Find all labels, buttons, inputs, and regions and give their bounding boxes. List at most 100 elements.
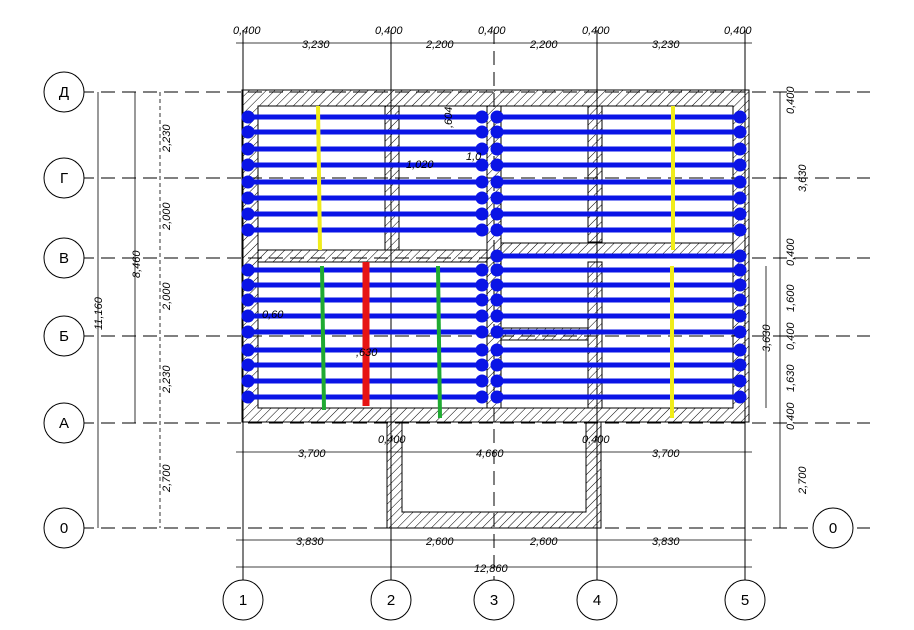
left-lower-pipe-6-start [241, 343, 255, 357]
right-upper-pipe-2-end [733, 125, 747, 139]
dim-below-2: 0,400 [378, 434, 406, 446]
dim-top-7: 0,400 [582, 25, 610, 37]
dim-top-9: 0,400 [724, 25, 752, 37]
green-marker-left [320, 265, 326, 411]
dim-top-4: 2,200 [425, 39, 454, 51]
svg-text:Б: Б [59, 328, 69, 345]
dim-left-5: 2,700 [161, 464, 173, 493]
dim-interior-3: 1,020 [406, 159, 434, 171]
right-lower-pipe-10-start [490, 390, 504, 404]
right-upper-pipe-1-end [733, 110, 747, 124]
axis-bubble-row-a: А [43, 402, 85, 444]
left-upper-pipe-3-end [475, 142, 489, 156]
left-lower-pipe-7-start [241, 358, 255, 372]
dim-top-8: 3,230 [652, 39, 680, 51]
right-upper-pipe-6-end [733, 191, 747, 205]
left-upper-pipe-7-end [475, 207, 489, 221]
dim-right-6: 1,630 [785, 364, 797, 392]
dim-top-2: 3,230 [302, 39, 330, 51]
right-lower-pipe-9-start [490, 374, 504, 388]
right-lower-pipe-6-start [490, 325, 504, 339]
left-upper-pipe-8-start [241, 223, 255, 237]
dim-interior-5: ,630 [356, 347, 378, 359]
svg-text:2: 2 [387, 592, 395, 609]
right-lower-pipe-8-start [490, 358, 504, 372]
right-lower-pipe-1-end [733, 249, 747, 263]
dim-left-2: 2,000 [161, 202, 173, 231]
dim-right-3: 0,400 [785, 238, 797, 266]
yellow-marker-left [316, 105, 322, 251]
right-lower-pipe-8-end [733, 358, 747, 372]
right-upper-pipe-4-start [490, 158, 504, 172]
svg-text:0: 0 [829, 520, 837, 537]
axis-bubble-row-0-left: 0 [43, 507, 85, 549]
right-lower-pipe-3-end [733, 278, 747, 292]
axis-bubble-row-0-right: 0 [812, 507, 854, 549]
right-upper-pipe-3-start [490, 142, 504, 156]
dim-top-5: 0,400 [478, 25, 506, 37]
axis-bubble-col-1: 1 [222, 579, 264, 621]
svg-text:1: 1 [239, 592, 247, 609]
green-marker-right [436, 265, 442, 419]
marker-lines [316, 105, 675, 419]
left-upper-pipe-5-start [241, 175, 255, 189]
svg-text:В: В [59, 250, 69, 267]
axis-bubble-col-5: 5 [724, 579, 766, 621]
dim-right-8: 2,700 [797, 466, 809, 495]
svg-text:Г: Г [60, 170, 68, 187]
dim-left-3: 2,000 [161, 282, 173, 311]
left-upper-pipe-7-start [241, 207, 255, 221]
right-lower-pipe-9-end [733, 374, 747, 388]
right-lower-pipe-2-start [490, 263, 504, 277]
left-lower-pipe-2-end [475, 278, 489, 292]
left-dimensions: 2,230 2,000 2,000 2,230 2,700 8,460 11,1… [93, 124, 173, 493]
porch-wall [386, 421, 602, 529]
right-lower-pipe-1-start [490, 249, 504, 263]
dim-top-1: 0,400 [233, 25, 261, 37]
left-lower-pipe-9-end [475, 390, 489, 404]
right-upper-pipe-3-end [733, 142, 747, 156]
left-upper-pipe-2-start [241, 125, 255, 139]
right-upper-pipe-4-end [733, 158, 747, 172]
dim-right-1: 0,400 [785, 86, 797, 114]
left-lower-pipe-8-end [475, 374, 489, 388]
dim-left-4: 2,230 [161, 365, 173, 394]
right-lower-pipe-6-end [733, 325, 747, 339]
dim-total: 12,860 [474, 563, 509, 575]
dim-right-4: 1,600 [785, 284, 797, 312]
axis-bubble-col-4: 4 [576, 579, 618, 621]
dim-right-2: 3,630 [797, 164, 809, 192]
dim-bottom-3: 2,600 [529, 536, 558, 548]
right-upper-pipe-8-start [490, 223, 504, 237]
right-lower-pipe-5-end [733, 309, 747, 323]
left-lower-pipe-4-start [241, 309, 255, 323]
axis-grid [80, 30, 870, 580]
left-lower-pipe-7-end [475, 358, 489, 372]
left-lower-pipe-9-start [241, 390, 255, 404]
svg-text:3: 3 [490, 592, 498, 609]
left-lower-pipe-8-start [241, 374, 255, 388]
left-lower-pipe-4-end [475, 309, 489, 323]
interior-wall-row-v-left [257, 249, 488, 263]
left-upper-pipe-4-start [241, 158, 255, 172]
right-lower-pipe-4-end [733, 293, 747, 307]
right-lower-pipe-3-start [490, 278, 504, 292]
heating-pipes-left [241, 110, 489, 404]
svg-text:4: 4 [593, 592, 601, 609]
left-upper-pipe-1-start [241, 110, 255, 124]
left-lower-pipe-6-end [475, 343, 489, 357]
dim-left-outer: 11,160 [93, 296, 105, 330]
svg-text:Д: Д [59, 84, 69, 101]
svg-text:А: А [59, 415, 69, 432]
interior-dimensions: ,604 1,0 1,020 0,60 ,630 [262, 107, 482, 359]
left-lower-pipe-1-start [241, 263, 255, 277]
axis-bubble-col-2: 2 [370, 579, 412, 621]
left-upper-pipe-1-end [475, 110, 489, 124]
left-lower-pipe-1-end [475, 263, 489, 277]
dim-top-3: 0,400 [375, 25, 403, 37]
right-lower-pipe-10-end [733, 390, 747, 404]
dim-left-1: 2,230 [161, 124, 173, 153]
dim-right-5: 0,400 [785, 322, 797, 350]
right-lower-pipe-4-start [490, 293, 504, 307]
right-upper-pipe-7-end [733, 207, 747, 221]
